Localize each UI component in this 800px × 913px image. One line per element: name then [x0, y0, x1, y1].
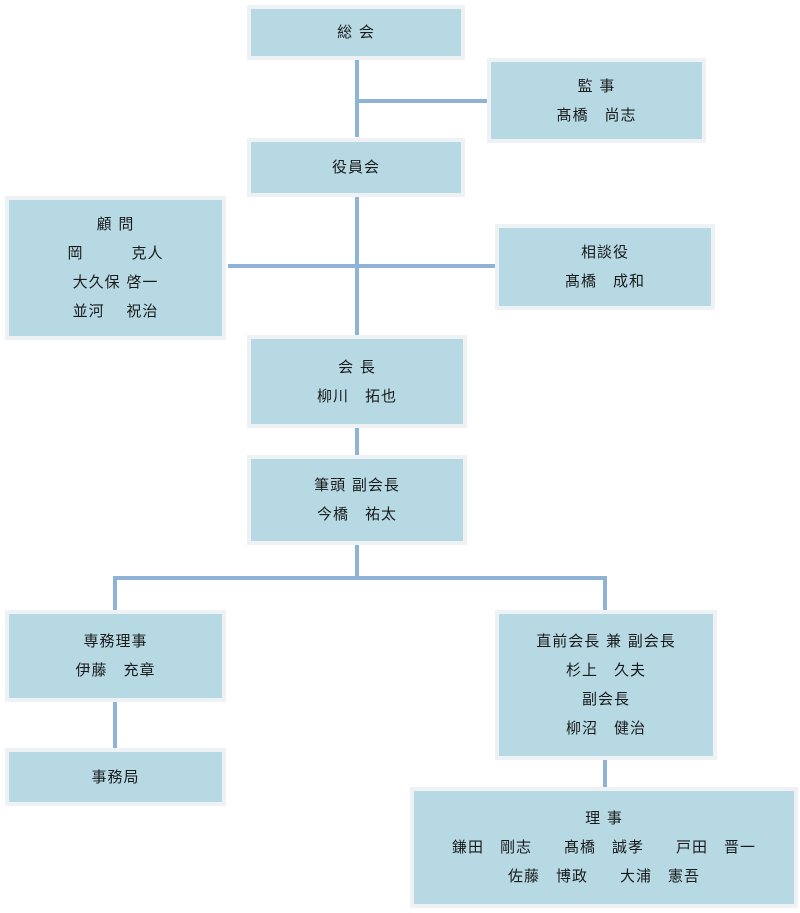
connector-line — [603, 760, 607, 787]
komon-member: 並河 祝治 — [72, 302, 159, 320]
connector-line — [355, 428, 359, 455]
connector-line — [113, 702, 117, 748]
komon-box: 顧 問 岡 克人 大久保 啓一 並河 祝治 — [5, 196, 226, 340]
jimukyoku-box: 事務局 — [5, 748, 226, 806]
connector-line — [355, 545, 359, 578]
yakuinkai-title: 役員会 — [331, 158, 380, 176]
jimukyoku-title: 事務局 — [91, 767, 140, 786]
komon-member: 大久保 啓一 — [72, 273, 159, 291]
senmu-riji-box: 専務理事 伊藤 充章 — [5, 610, 226, 702]
hittou-fukukaicho-title: 筆頭 副会長 — [314, 476, 400, 494]
soudanyaku-title: 相談役 — [580, 243, 629, 261]
riji-members: 鎌田 剛志 髙橋 誠孝 戸田 晋一 — [451, 838, 756, 856]
riji-title: 理 事 — [585, 809, 623, 827]
connector-line — [357, 99, 488, 103]
senmu-riji-member: 伊藤 充章 — [75, 661, 156, 679]
soudanyaku-member: 髙橋 成和 — [564, 272, 645, 290]
senmu-riji-title: 専務理事 — [83, 632, 148, 650]
riji-box: 理 事 鎌田 剛志 髙橋 誠孝 戸田 晋一 佐藤 博政 大浦 憲吾 — [410, 787, 798, 908]
fukukaicho-box: 直前会長 兼 副会長 杉上 久夫 副会長 柳沼 健治 — [495, 610, 717, 760]
soukai-box: 総 会 — [247, 5, 465, 60]
fukukaicho-member: 杉上 久夫 — [565, 661, 646, 679]
komon-member: 岡 克人 — [67, 244, 164, 262]
connector-line — [603, 576, 607, 611]
fukukaicho-title: 副会長 — [581, 690, 630, 708]
fukukaicho-member: 柳沼 健治 — [565, 719, 646, 737]
yakuinkai-box: 役員会 — [247, 138, 465, 197]
kaicho-title: 会 長 — [338, 357, 376, 376]
connector-line — [228, 264, 496, 268]
hittou-fukukaicho-box: 筆頭 副会長 今橋 祐太 — [247, 455, 467, 545]
connector-line — [113, 576, 607, 580]
soudanyaku-box: 相談役 髙橋 成和 — [495, 224, 715, 310]
fukukaicho-title: 直前会長 兼 副会長 — [536, 632, 676, 650]
connector-line — [355, 60, 359, 137]
komon-title: 顧 問 — [96, 215, 135, 233]
soukai-line-1: 総 会 — [337, 23, 375, 41]
riji-members: 佐藤 博政 大浦 憲吾 — [507, 867, 700, 885]
hittou-fukukaicho-member: 今橋 祐太 — [316, 505, 397, 523]
connector-line — [113, 576, 117, 611]
kanji-member: 髙橋 尚志 — [556, 105, 637, 124]
kaicho-member: 柳川 拓也 — [316, 386, 397, 405]
kaicho-box: 会 長 柳川 拓也 — [247, 335, 467, 428]
kanji-title: 監 事 — [577, 76, 616, 95]
kanji-box: 監 事 髙橋 尚志 — [487, 58, 706, 143]
